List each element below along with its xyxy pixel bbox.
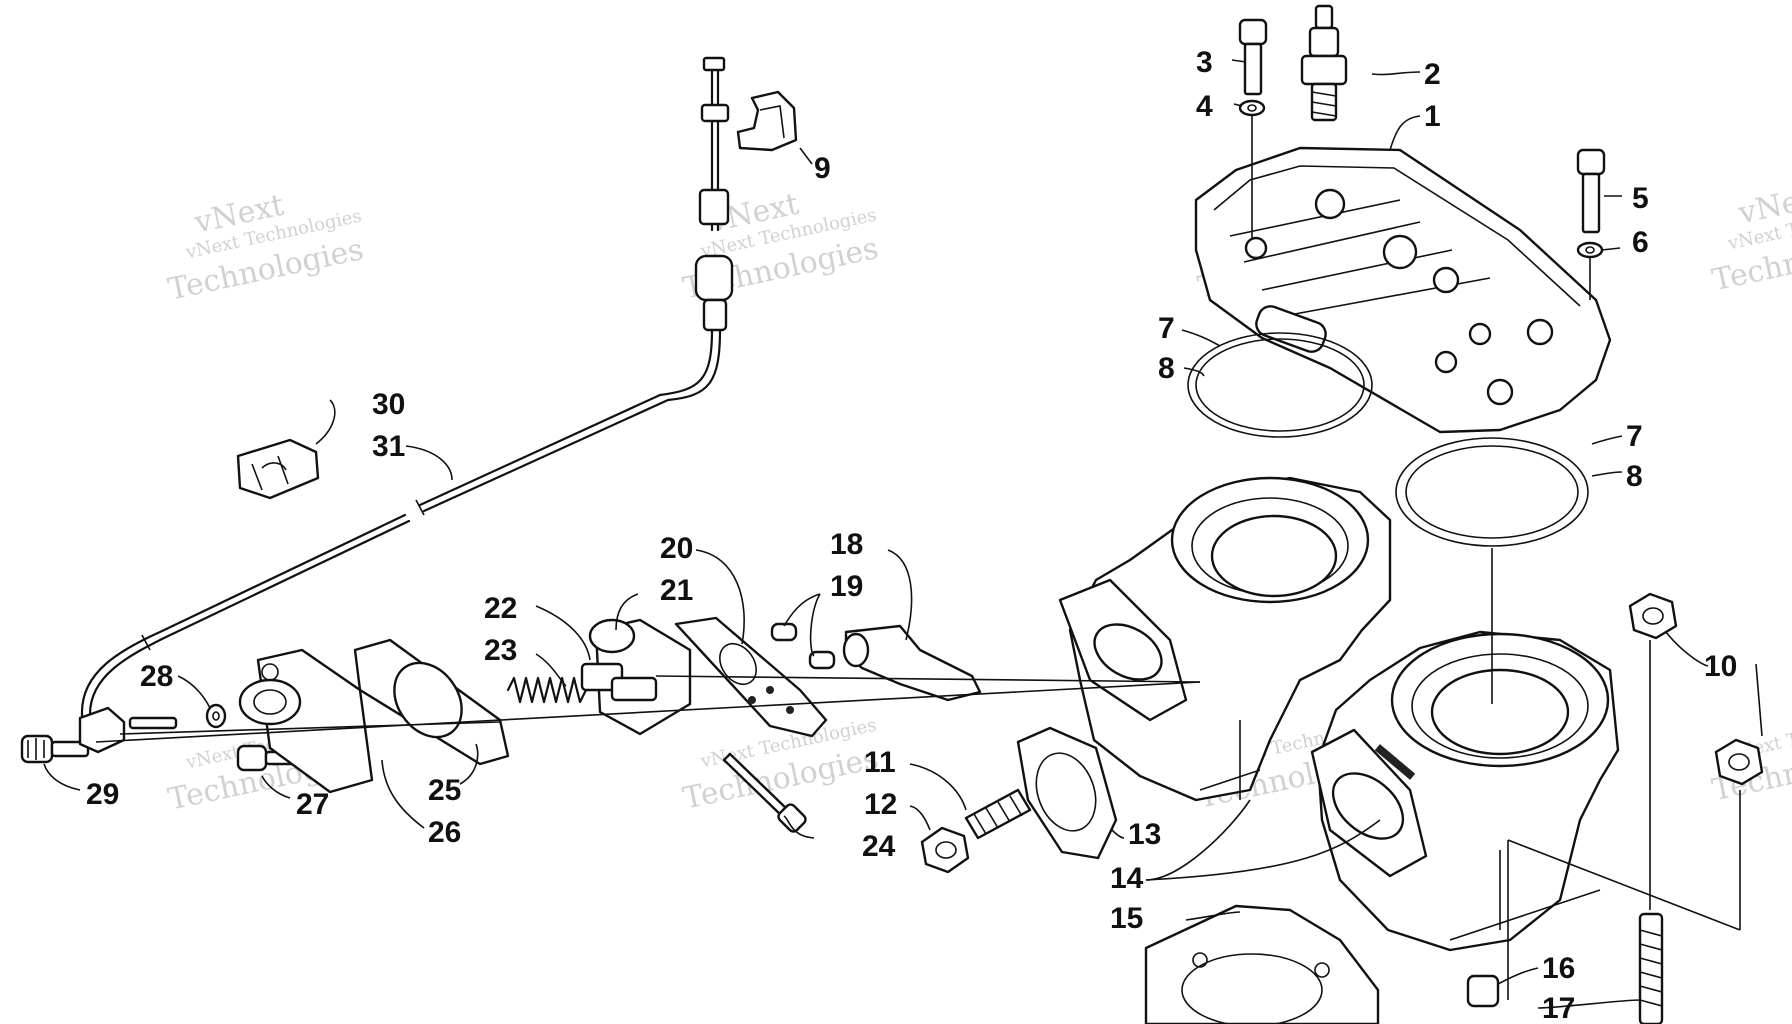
callout-26: 26 bbox=[428, 816, 461, 849]
leader-lines bbox=[43, 59, 1763, 1009]
callout-12: 12 bbox=[864, 788, 897, 821]
dowel-pins-19 bbox=[770, 622, 836, 670]
nut-12 bbox=[920, 826, 970, 874]
callout-21: 21 bbox=[660, 574, 693, 607]
exhaust-valve-body bbox=[580, 618, 692, 736]
spring-23 bbox=[506, 676, 588, 704]
stud-17 bbox=[1638, 912, 1664, 1024]
callout-8a: 8 bbox=[1158, 352, 1175, 385]
callout-17: 17 bbox=[1542, 992, 1575, 1024]
intake-plate-26 bbox=[238, 648, 374, 794]
callout-31: 31 bbox=[372, 430, 405, 463]
callout-22: 22 bbox=[484, 592, 517, 625]
cable-clip bbox=[736, 90, 798, 152]
spark-plug bbox=[1300, 4, 1348, 122]
callout-15: 15 bbox=[1110, 902, 1143, 935]
cylinder-rear bbox=[1058, 476, 1392, 802]
callout-9: 9 bbox=[814, 152, 831, 185]
callout-16: 16 bbox=[1542, 952, 1575, 985]
watermark-right: vNext vNext Technologies Technologies bbox=[1709, 178, 1792, 298]
callout-7b: 7 bbox=[1626, 420, 1643, 453]
cable-clamp bbox=[236, 438, 320, 500]
cylinder-head bbox=[1194, 146, 1612, 434]
throttle-cable bbox=[80, 56, 734, 740]
watermark-left: vNext vNext Technologies Technologies bbox=[165, 188, 366, 308]
callout-30: 30 bbox=[372, 388, 405, 421]
callout-8b: 8 bbox=[1626, 460, 1643, 493]
o-rings-upper bbox=[1187, 332, 1373, 438]
washer-6 bbox=[1576, 241, 1604, 259]
valve-blade-18 bbox=[842, 624, 982, 702]
callout-20: 20 bbox=[660, 532, 693, 565]
callout-13: 13 bbox=[1128, 818, 1161, 851]
washer-28 bbox=[205, 703, 227, 729]
head-bolt-3 bbox=[1238, 18, 1268, 96]
callout-27: 27 bbox=[296, 788, 329, 821]
washer-4 bbox=[1238, 99, 1266, 117]
base-gasket-15 bbox=[1144, 904, 1380, 1024]
callout-28: 28 bbox=[140, 660, 173, 693]
flange-nut-lower bbox=[1714, 738, 1764, 786]
callout-29: 29 bbox=[86, 778, 119, 811]
callout-19: 19 bbox=[830, 570, 863, 603]
assembly-lines bbox=[95, 116, 1741, 1000]
callout-2: 2 bbox=[1424, 58, 1441, 91]
callout-numbers: 1 2 3 4 5 6 7 8 7 8 9 10 11 12 13 14 15 … bbox=[86, 46, 1737, 1024]
callout-25: 25 bbox=[428, 774, 461, 807]
callout-18: 18 bbox=[830, 528, 863, 561]
cylinder-front bbox=[1310, 630, 1620, 952]
bolt-29 bbox=[20, 734, 90, 764]
callout-6: 6 bbox=[1632, 226, 1649, 259]
callout-23: 23 bbox=[484, 634, 517, 667]
callout-7a: 7 bbox=[1158, 312, 1175, 345]
callout-1: 1 bbox=[1424, 100, 1441, 133]
stud-11 bbox=[964, 788, 1032, 840]
head-bolt-5 bbox=[1576, 148, 1606, 234]
callout-11: 11 bbox=[864, 746, 896, 779]
callout-10: 10 bbox=[1704, 650, 1737, 683]
o-rings-lower bbox=[1395, 437, 1589, 547]
dowel-16 bbox=[1466, 974, 1500, 1008]
bolt-24 bbox=[722, 752, 807, 833]
callout-24: 24 bbox=[862, 830, 896, 863]
callout-5: 5 bbox=[1632, 182, 1649, 215]
callout-3: 3 bbox=[1196, 46, 1213, 79]
watermark-center: vNext vNext Technologies Technologies bbox=[680, 187, 881, 307]
gasket-25 bbox=[353, 638, 510, 766]
callout-14: 14 bbox=[1110, 862, 1144, 895]
callout-4: 4 bbox=[1196, 90, 1213, 123]
cable-stop-bracket bbox=[78, 706, 178, 754]
exhaust-gasket-13 bbox=[1016, 726, 1118, 860]
flange-nut-upper bbox=[1628, 592, 1678, 640]
